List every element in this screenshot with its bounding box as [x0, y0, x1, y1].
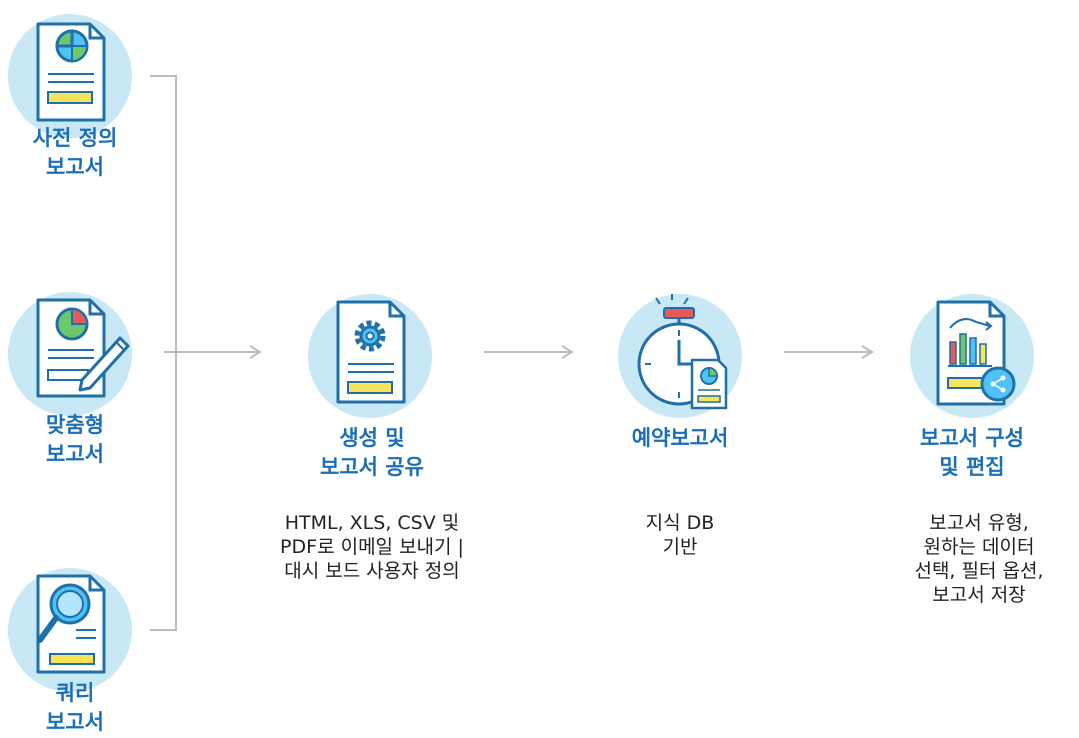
- step-desc-scheduled: 지식 DB 기반: [645, 512, 715, 558]
- pie-chart-document-icon: [36, 22, 106, 122]
- step-title-configure-edit: 보고서 구성 및 편집: [920, 426, 1024, 479]
- step-desc-configure-edit: 보고서 유형, 원하는 데이터 선택, 필터 옵션, 보고서 저장: [914, 512, 1044, 606]
- arrow-head-2: [561, 345, 574, 359]
- document-edit-pen-icon: [36, 298, 130, 398]
- document-gear-icon: [336, 300, 406, 404]
- step-title-scheduled: 예약보고서: [631, 426, 729, 450]
- arrow-head-3: [861, 345, 874, 359]
- bar-chart-share-document-icon: [936, 300, 1016, 406]
- source-title-predefined: 사전 정의 보고서: [32, 126, 118, 179]
- arrow-head-1: [249, 345, 262, 359]
- step-desc-generate-share: HTML, XLS, CSV 및 PDF로 이메일 보내기 | 대시 보드 사용…: [280, 512, 464, 582]
- source-title-query: 쿼리 보고서: [46, 681, 104, 734]
- stopwatch-document-icon: [637, 294, 728, 410]
- step-title-generate-share: 생성 및 보고서 공유: [320, 426, 424, 479]
- document-magnifier-icon: [36, 574, 106, 674]
- source-title-custom: 맞춤형 보고서: [46, 413, 104, 466]
